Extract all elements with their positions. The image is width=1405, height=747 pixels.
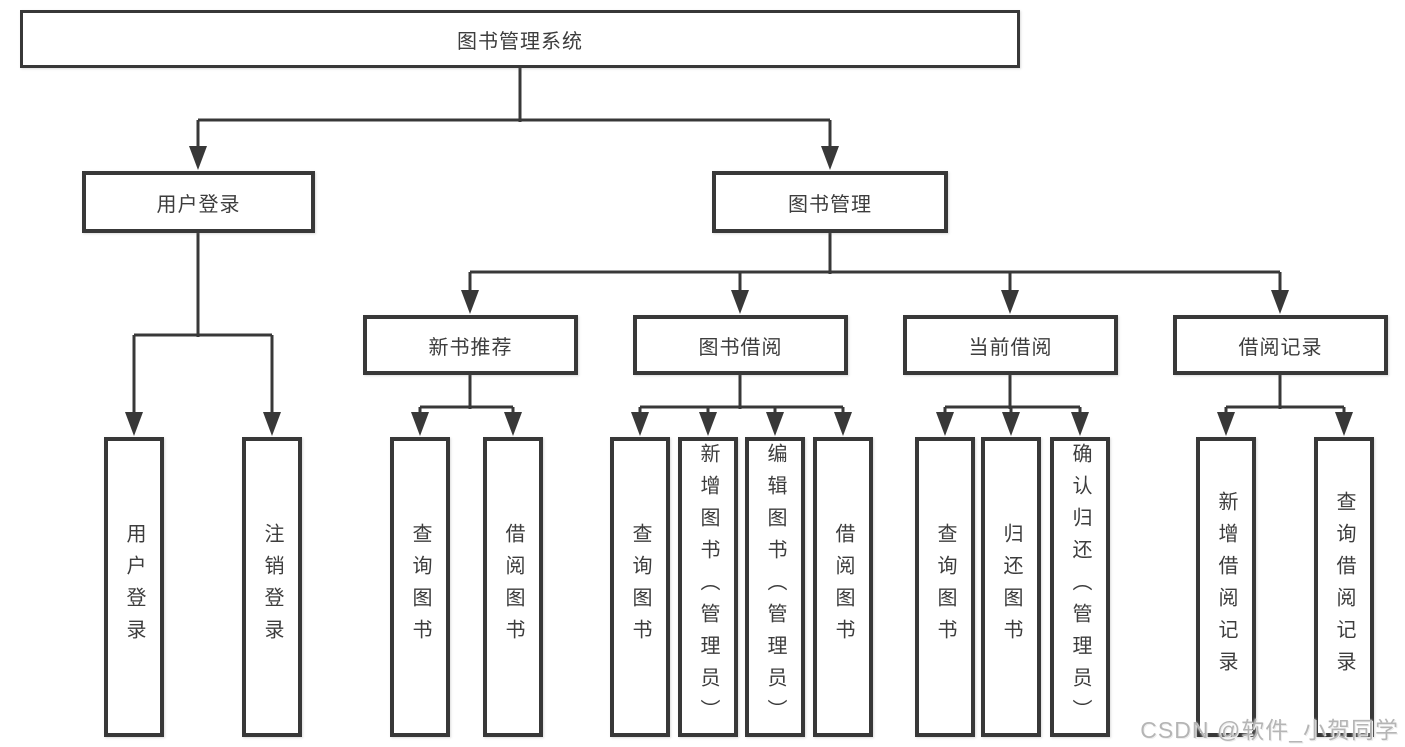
- leaf-query-books-borrow: 查询图书: [610, 437, 670, 737]
- arrow-down-icon: [411, 412, 429, 436]
- node-label: 当前借阅: [968, 336, 1053, 359]
- connector-borrow-records: [1224, 373, 1346, 416]
- leaf-label: 借阅图书: [832, 523, 854, 651]
- arrow-down-icon: [504, 412, 522, 436]
- node-label: 借阅记录: [1238, 336, 1323, 359]
- leaf-add-books-admin: 新增图书（管理员）: [678, 437, 738, 737]
- arrow-down-icon: [699, 412, 717, 436]
- arrow-down-icon: [1001, 290, 1019, 314]
- leaf-edit-books-admin: 编辑图书（管理员）: [745, 437, 805, 737]
- connector-root: [196, 68, 832, 150]
- leaf-label: 注销登录: [261, 523, 283, 651]
- arrow-down-icon: [731, 290, 749, 314]
- leaf-label: 新增图书（管理员）: [697, 443, 719, 731]
- leaf-add-borrow-record: 新增借阅记录: [1196, 437, 1256, 737]
- connector-book-management: [468, 231, 1282, 294]
- arrow-down-icon: [1071, 412, 1089, 436]
- arrow-down-icon: [1002, 412, 1020, 436]
- leaf-label: 编辑图书（管理员）: [764, 443, 786, 731]
- leaf-user-login: 用户登录: [104, 437, 164, 737]
- connector-current-borrow: [943, 373, 1082, 416]
- arrow-down-icon: [1217, 412, 1235, 436]
- connector-book-borrow: [638, 373, 845, 416]
- node-label: 新书推荐: [428, 336, 513, 359]
- leaf-return-books: 归还图书: [981, 437, 1041, 737]
- leaf-label: 新增借阅记录: [1215, 491, 1237, 683]
- leaf-query-books-current: 查询图书: [915, 437, 975, 737]
- leaf-label: 借阅图书: [502, 523, 524, 651]
- node-new-book-recommend: 新书推荐: [363, 315, 578, 375]
- leaf-query-books-recommend: 查询图书: [390, 437, 450, 737]
- arrow-down-icon: [461, 290, 479, 314]
- arrow-down-icon: [821, 146, 839, 170]
- arrow-down-icon: [631, 412, 649, 436]
- node-library-management-system: 图书管理系统: [20, 10, 1020, 68]
- leaf-label: 查询图书: [409, 523, 431, 651]
- connector-user-login: [132, 231, 274, 416]
- leaf-label: 查询图书: [934, 523, 956, 651]
- connector-new-book-recommend: [418, 373, 515, 416]
- node-label: 用户登录: [156, 193, 241, 216]
- leaf-confirm-return-admin: 确认归还（管理员）: [1050, 437, 1110, 737]
- arrow-down-icon: [1335, 412, 1353, 436]
- leaf-borrow-books-recommend: 借阅图书: [483, 437, 543, 737]
- node-book-management: 图书管理: [712, 171, 948, 233]
- arrow-down-icon: [263, 412, 281, 436]
- arrow-down-icon: [189, 146, 207, 170]
- node-current-borrow: 当前借阅: [903, 315, 1118, 375]
- leaf-logout: 注销登录: [242, 437, 302, 737]
- leaf-label: 确认归还（管理员）: [1069, 443, 1091, 731]
- leaf-label: 用户登录: [123, 523, 145, 651]
- arrow-down-icon: [834, 412, 852, 436]
- node-label: 图书借阅: [698, 336, 783, 359]
- leaf-label: 查询借阅记录: [1333, 491, 1355, 683]
- leaf-query-borrow-record: 查询借阅记录: [1314, 437, 1374, 737]
- node-book-borrow: 图书借阅: [633, 315, 848, 375]
- leaf-borrow-books: 借阅图书: [813, 437, 873, 737]
- arrow-down-icon: [936, 412, 954, 436]
- node-label: 图书管理: [788, 193, 872, 216]
- node-user-login: 用户登录: [82, 171, 315, 233]
- node-label: 图书管理系统: [457, 30, 583, 53]
- node-borrow-records: 借阅记录: [1173, 315, 1388, 375]
- arrow-down-icon: [766, 412, 784, 436]
- leaf-label: 查询图书: [629, 523, 651, 651]
- leaf-label: 归还图书: [1000, 523, 1022, 651]
- arrow-down-icon: [1271, 290, 1289, 314]
- arrow-down-icon: [125, 412, 143, 436]
